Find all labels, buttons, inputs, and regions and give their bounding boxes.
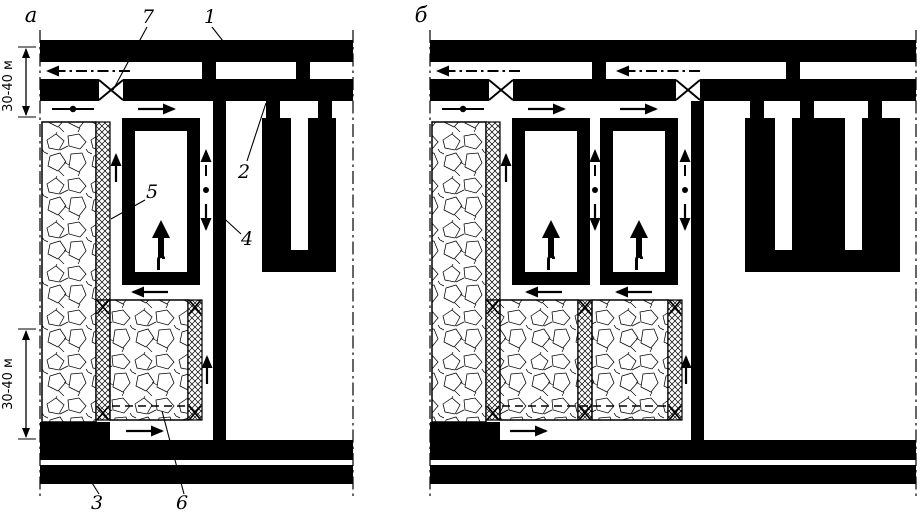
solid-coal-block [430,422,500,440]
solid-coal-block [40,422,110,440]
stopping-x-icon [578,405,592,421]
airflow-dot [592,187,598,193]
callout-1-label: 1 [204,6,216,28]
stopping-x-icon [486,405,500,421]
development-slot [775,118,792,250]
stopping-x-icon [668,299,682,315]
callout-4-label: 4 [240,228,253,250]
airflow-dot [459,105,467,113]
callout-leader [112,26,148,91]
entry-connection-stub [202,62,216,79]
stopping-x-icon [578,299,592,315]
panel-b-label: б [415,3,428,27]
panel-a-label: а [25,3,38,27]
callout-leader [110,199,146,220]
airflow-dot [203,187,209,193]
callout-annotations: а б 7 1 2 5 4 3 6 [25,3,428,512]
airflow-dot [69,105,77,113]
air-crossing-x [488,79,514,101]
entry-pillar-bar [213,101,226,445]
stopping-x-icon [668,405,682,421]
development-slot [845,118,862,250]
callout-leader [161,410,185,495]
main-entry-band-1 [40,40,353,62]
air-regulator-icon [52,105,94,113]
goaf-area [109,299,189,421]
face-advance-arrow-head [152,220,170,238]
air-crossing-icon [675,77,701,103]
face-advance-arrow [630,220,648,258]
goaf-area [41,121,97,423]
callout-5-label: 5 [146,181,158,203]
stopping-x-icon [96,405,110,421]
cutter-loader-icon [635,255,643,270]
main-entry-band-4 [430,465,916,484]
entry-connection-stub [868,101,882,118]
cutter-loader-icon [157,255,165,270]
stopping-x-icon [96,299,110,315]
stopping-x-icon [188,299,202,315]
backfill-strip [667,299,683,421]
entry-connection-stub [800,101,814,118]
callout-2-label: 2 [237,161,250,183]
callout-leader [81,466,100,495]
main-entry-band-1 [430,40,916,62]
main-entry-band-3 [40,440,353,460]
air-regulator-icon [442,105,484,113]
backfill-strip [95,121,111,301]
stopping-x-icon [188,405,202,421]
callout-leader [211,26,231,51]
callout-6-label: 6 [176,492,188,512]
face-advance-arrow [542,220,560,258]
backfill-strip [485,299,501,421]
callout-7-label: 7 [142,6,155,28]
face-advance-arrow [152,220,170,258]
backfill-strip [95,299,111,421]
entry-connection-stub [750,101,764,118]
air-crossing-x [98,79,124,101]
cutter-loader-icon [547,255,555,270]
callout-leader [246,102,267,162]
dimension-label-bottom: 30-40 м [1,358,16,410]
backfill-strip [485,121,501,301]
goaf-area [591,299,669,421]
panel-b [429,30,917,500]
goaf-area [431,121,487,423]
entry-pillar-bar [691,101,704,445]
airflow-dot [682,187,688,193]
callout-3-label: 3 [91,492,103,512]
main-entry-band-2 [430,79,916,101]
main-entry-band-4 [40,465,353,484]
face-advance-arrow-head [542,220,560,238]
entry-connection-stub [266,101,280,118]
backfill-strip [187,299,203,421]
entry-connection-stub [592,62,606,79]
entry-connection-stub [296,62,310,79]
face-advance-arrow-head [630,220,648,238]
development-entries-block [745,118,900,272]
dimension-annotations: 30-40 м 30-40 м [1,46,36,440]
air-crossing-icon [488,77,514,103]
callout-leader [215,210,242,235]
air-crossing-x [675,79,701,101]
stopping-x-icon [486,299,500,315]
development-slot [291,118,308,250]
panel-a [39,30,354,500]
entry-connection-stub [318,101,332,118]
entry-connection-stub [786,62,800,79]
dimension-label-top: 30-40 м [1,60,16,112]
backfill-strip [577,299,593,421]
main-entry-band-3 [430,440,916,460]
main-entry-band-2 [40,79,353,101]
goaf-area [499,299,579,421]
air-crossing-icon [98,77,124,103]
